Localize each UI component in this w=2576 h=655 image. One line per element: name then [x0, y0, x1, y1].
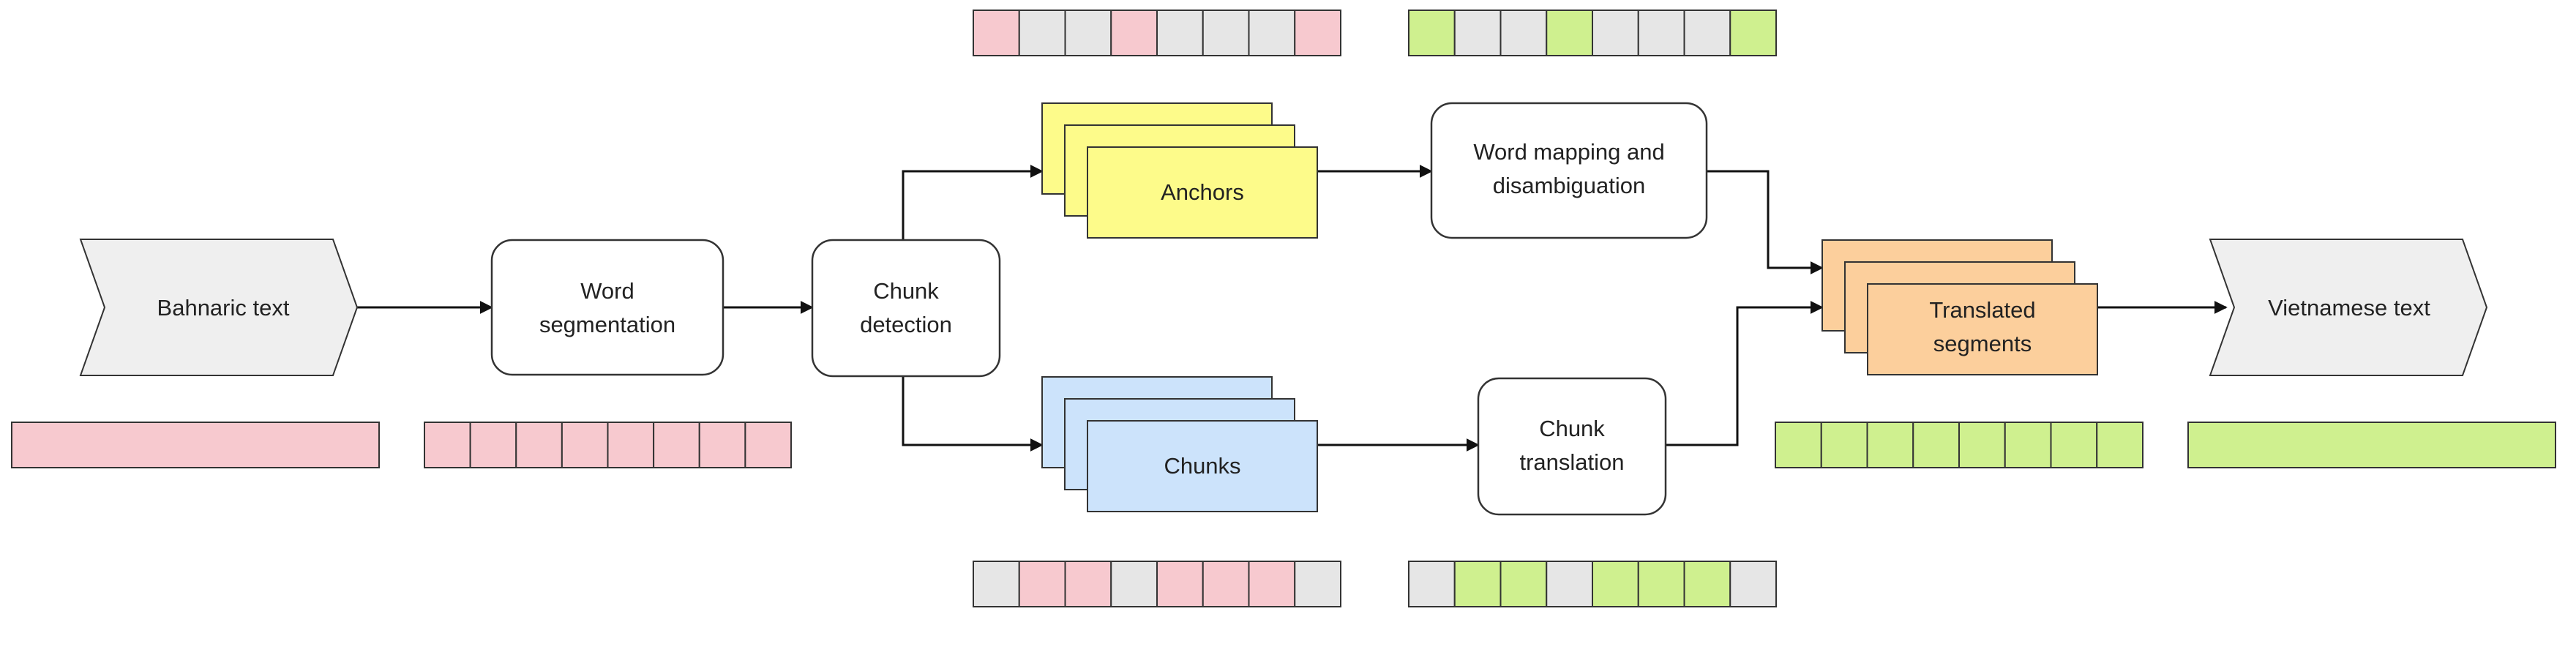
token-bar-translated-segments: [1775, 422, 2143, 468]
token-cell-green: [1499, 561, 1548, 607]
token-cell-gray: [1499, 10, 1548, 56]
token-cell-pink: [1018, 561, 1066, 607]
token-cell-green: [1958, 422, 2006, 468]
token-cell-gray: [1546, 561, 1593, 607]
token-cell-green: [2187, 422, 2556, 468]
process-chunk-detection: Chunk detection: [811, 239, 1001, 378]
token-cell-green: [1729, 10, 1777, 56]
token-cell-green: [1453, 561, 1502, 607]
token-cell-gray: [1156, 10, 1204, 56]
output-label: Vietnamese text: [2268, 295, 2430, 321]
token-cell-gray: [1637, 10, 1685, 56]
token-cell-gray: [1202, 10, 1250, 56]
token-cell-green: [1408, 10, 1456, 56]
token-cell-pink: [698, 422, 746, 468]
token-cell-pink: [653, 422, 700, 468]
chunks-label: Chunks: [1164, 453, 1240, 479]
token-cell-pink: [561, 422, 609, 468]
chunk-detection-line2: detection: [860, 312, 952, 337]
token-bar-anchors-translated: [1408, 10, 1777, 56]
arrow-detection-to-chunks: [902, 376, 1044, 452]
token-cell-green: [2004, 422, 2052, 468]
arrow-detection-to-anchors: [902, 165, 1044, 240]
token-bar-anchors: [973, 10, 1341, 56]
arrow-translation-to-translated: [1666, 301, 1824, 446]
token-cell-gray: [1294, 561, 1341, 607]
token-cell-green: [2050, 422, 2098, 468]
stack-translated-segments: Translated segments: [1821, 239, 2098, 375]
anchors-label: Anchors: [1161, 179, 1244, 205]
arrow-mapping-to-translated: [1707, 170, 1824, 274]
token-cell-pink: [515, 422, 563, 468]
word-segmentation-line1: Word: [580, 278, 634, 304]
input-shape: Bahnaric text: [79, 239, 359, 376]
word-mapping-line2: disambiguation: [1493, 173, 1646, 198]
token-cell-gray: [1064, 10, 1112, 56]
token-cell-gray: [1248, 10, 1296, 56]
token-cell-pink: [11, 422, 380, 468]
chunk-translation-line1: Chunk: [1539, 416, 1605, 441]
token-cell-gray: [1683, 10, 1731, 56]
token-cell-green: [1866, 422, 1914, 468]
process-word-mapping: Word mapping and disambiguation: [1430, 102, 1708, 239]
chunk-translation-line2: translation: [1519, 449, 1624, 475]
translated-segments-line1: Translated: [1929, 297, 2035, 323]
token-cell-gray: [1729, 561, 1777, 607]
token-bar-input-text: [11, 422, 380, 468]
token-cell-pink: [607, 422, 655, 468]
token-cell-gray: [1592, 10, 1639, 56]
connectors: [357, 165, 2228, 452]
token-bar-chunks-translated: [1408, 561, 1777, 607]
token-cell-gray: [973, 561, 1020, 607]
word-mapping-line1: Word mapping and: [1473, 139, 1664, 165]
token-cell-pink: [1294, 10, 1341, 56]
token-cell-gray: [1110, 561, 1158, 607]
stack-anchors: Anchors: [1041, 102, 1318, 239]
token-cell-pink: [1248, 561, 1296, 607]
token-cell-gray: [1408, 561, 1456, 607]
input-label: Bahnaric text: [157, 295, 290, 321]
token-cell-pink: [424, 422, 471, 468]
token-cell-pink: [1064, 561, 1112, 607]
token-bar-chunks: [973, 561, 1341, 607]
translated-segments-line2: segments: [1933, 331, 2032, 356]
chunk-detection-line1: Chunk: [873, 278, 939, 304]
token-cell-green: [1912, 422, 1960, 468]
token-cell-green: [2096, 422, 2143, 468]
token-cell-green: [1592, 561, 1639, 607]
token-bar-output-text: [2187, 422, 2556, 468]
token-cell-green: [1775, 422, 1822, 468]
token-cell-gray: [1018, 10, 1066, 56]
token-cell-green: [1637, 561, 1685, 607]
process-chunk-translation: Chunk translation: [1477, 377, 1667, 516]
token-cell-pink: [1110, 10, 1158, 56]
stack-chunks: Chunks: [1041, 376, 1318, 512]
token-cell-green: [1546, 10, 1593, 56]
token-cell-green: [1820, 422, 1868, 468]
token-cell-pink: [469, 422, 517, 468]
token-cell-gray: [1453, 10, 1502, 56]
token-bar-segmented: [424, 422, 792, 468]
word-segmentation-line2: segmentation: [539, 312, 675, 337]
input-chevron: [79, 239, 359, 376]
token-cell-pink: [973, 10, 1020, 56]
token-cell-green: [1683, 561, 1731, 607]
output-chevron: [2209, 239, 2488, 376]
token-cell-pink: [1202, 561, 1250, 607]
output-shape: Vietnamese text: [2209, 239, 2488, 376]
token-cell-pink: [1156, 561, 1204, 607]
token-cell-pink: [744, 422, 792, 468]
process-word-segmentation: Word segmentation: [490, 239, 724, 376]
